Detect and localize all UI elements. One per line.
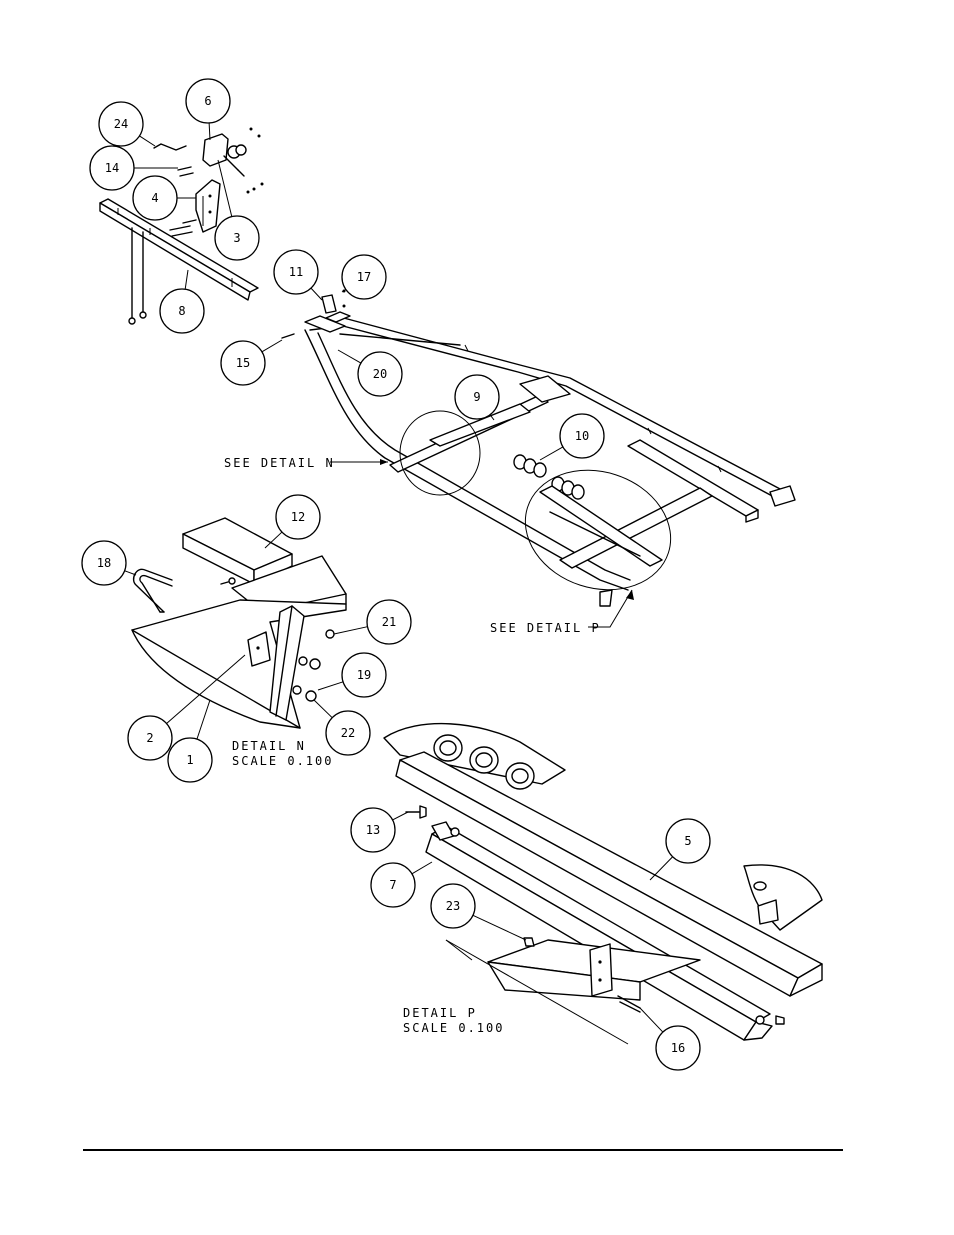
callout-number: 18 (97, 556, 111, 570)
callout-leader (649, 856, 674, 881)
trailer-frame (281, 289, 796, 607)
callout-leader (539, 446, 564, 461)
callout-leader (489, 414, 495, 421)
callout-bubble (350, 807, 396, 853)
callout-number: 2 (146, 731, 153, 745)
callout-number: 6 (204, 94, 211, 108)
callout-bubble (341, 254, 387, 300)
callout-leader (472, 914, 527, 941)
callout-leader (208, 122, 211, 141)
callout-bubble (341, 652, 387, 698)
callout-bubble (89, 145, 135, 191)
callout-leader (124, 570, 137, 576)
callout-number: 3 (233, 231, 240, 245)
callout-bubble (273, 249, 319, 295)
callout-leader (341, 288, 347, 293)
callout-leader (261, 339, 283, 353)
winch (202, 127, 264, 194)
detail-p-rollers (433, 734, 535, 790)
callout-leader (264, 531, 283, 549)
callout-number: 14 (105, 161, 119, 175)
detail-n-scale: SCALE 0.100 (232, 754, 333, 768)
callout-leader (411, 861, 433, 875)
callout-bubble (357, 351, 403, 397)
callout-number: 11 (289, 265, 303, 279)
callout-leader (317, 681, 344, 691)
callout-bubble (454, 374, 500, 420)
callout-bubble (167, 737, 213, 783)
callout-bubble (370, 862, 416, 908)
detail-n-circle (399, 410, 481, 496)
callout-number: 1 (186, 753, 193, 767)
callout-number: 23 (446, 899, 460, 913)
callout-leader (313, 699, 333, 719)
callout-leader (310, 287, 323, 301)
callout-bubble (81, 540, 127, 586)
detail-n-title: DETAIL N (232, 739, 306, 753)
callout-bubble (214, 215, 260, 261)
callout-number: 22 (341, 726, 355, 740)
callout-leader (333, 626, 368, 635)
callout-bubble (132, 175, 178, 221)
callout-number: 13 (366, 823, 380, 837)
see-detail-n-label: SEE DETAIL N (224, 456, 335, 470)
callout-bubble (559, 413, 605, 459)
callout-leader (217, 159, 233, 217)
callout-number: 21 (382, 615, 396, 629)
callout-bubble (655, 1025, 701, 1071)
callout-number: 19 (357, 668, 371, 682)
callout-number: 7 (389, 878, 396, 892)
callout-leader (196, 699, 211, 740)
callout-number: 10 (575, 429, 589, 443)
callout-bubble (325, 710, 371, 756)
callout-number: 17 (357, 270, 371, 284)
callout-bubble (220, 340, 266, 386)
callout-bubble (127, 715, 173, 761)
detail-p-circle (524, 469, 672, 591)
callout-leader (392, 811, 409, 821)
callout-number: 5 (684, 834, 691, 848)
winch-stand-assembly (99, 127, 264, 325)
callout-number: 16 (671, 1041, 685, 1055)
callout-leader (639, 1007, 664, 1033)
detail-n-view (131, 517, 347, 729)
callout-bubble (185, 78, 231, 124)
winch-handle (153, 143, 187, 151)
winch-stand-tube (99, 198, 259, 301)
callout-leader (184, 269, 189, 290)
detail-p-title: DETAIL P (403, 1006, 477, 1020)
callout-number: 24 (114, 117, 128, 131)
callout-number: 8 (178, 304, 185, 318)
callout-number: 4 (151, 191, 158, 205)
detail-notes: SEE DETAIL N SEE DETAIL P DETAIL N SCALE… (224, 456, 601, 1035)
see-detail-p-label: SEE DETAIL P (490, 621, 601, 635)
callout-leader (166, 654, 246, 724)
callout-leader (139, 135, 156, 147)
callout-leader (337, 349, 362, 364)
safety-chains (128, 227, 147, 325)
callout-bubble (159, 288, 205, 334)
callout-number: 9 (473, 390, 480, 404)
callout-bubble (275, 494, 321, 540)
callout-number: 20 (373, 367, 387, 381)
note-leaders (330, 459, 634, 628)
callout-bubble (665, 818, 711, 864)
detail-p-scale: SCALE 0.100 (403, 1021, 504, 1035)
winch-bolts (169, 166, 197, 237)
callout-bubble (430, 883, 476, 929)
detail-p-view (383, 722, 823, 1045)
callout-bubble (366, 599, 412, 645)
bow-stop-bracket (195, 179, 221, 233)
callout-number: 12 (291, 510, 305, 524)
callout-number: 15 (236, 356, 250, 370)
callout-bubble (98, 101, 144, 147)
